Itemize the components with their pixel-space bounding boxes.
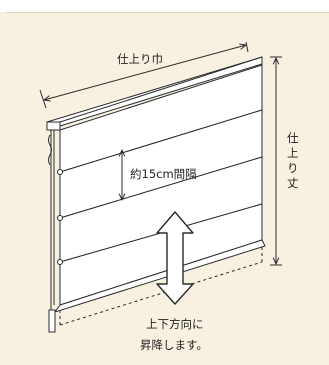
label-length-char: 丈 bbox=[287, 176, 299, 190]
label-interval: 約15cm間隔 bbox=[130, 167, 197, 181]
pull-cord bbox=[48, 130, 56, 333]
label-length-char: 上 bbox=[287, 146, 299, 160]
label-length-char: 仕 bbox=[287, 131, 299, 145]
shade-fabric bbox=[53, 64, 266, 313]
label-finished-length: 仕 上 り 丈 bbox=[287, 131, 299, 190]
width-dimension bbox=[39, 41, 249, 109]
top-divider bbox=[6, 12, 329, 13]
up-down-arrow-icon bbox=[156, 211, 194, 305]
label-motion-line2: 昇降します。 bbox=[140, 338, 208, 352]
label-length-char: り bbox=[287, 161, 299, 175]
fold-rings bbox=[57, 169, 63, 265]
label-motion-line1: 上下方向に bbox=[146, 317, 204, 331]
length-dimension bbox=[270, 56, 282, 266]
label-finished-width: 仕上り巾 bbox=[117, 52, 163, 66]
